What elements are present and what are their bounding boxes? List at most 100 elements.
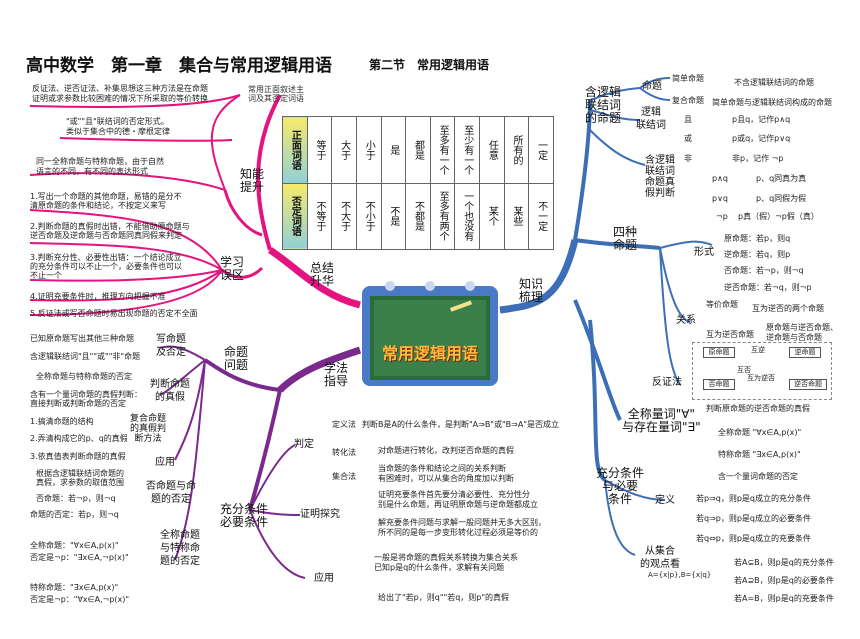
note-line: 反证法、逆否证法、补集思想这三种方法是在命题 [32,84,208,93]
error-line: 不止一个 [30,271,62,280]
label-transform: 转化法 [332,448,356,457]
text-def-method: 判断B是A的什么条件，是判断"A⇒B"或"B⇒A"是否成立 [362,420,560,429]
text-indirect: 判断原命题的逆否命题的真假 [706,404,810,413]
table-cell-negative: 不等于 [306,182,333,250]
text-apply1: 一般是将命题的真假关系转换为集合关系 [374,553,518,562]
label-judge-method: 判定 [294,439,314,450]
form-conv: 逆命题：若q，则p [724,250,791,259]
note-line: 证明或求参数比较困难的情况下所采取的等价转换 [32,94,208,103]
table-note-text: 常用正面叙述主 词及其否定词语 [248,85,304,103]
label-def-method: 定义法 [332,420,356,429]
label-simple: 简单命题 [672,74,704,83]
page-title: 高中数学 第一章 集合与常用逻辑用语 [26,56,332,76]
cond-d3: 若q⇔p，则p是q成立的充要条件 [696,534,812,543]
prop-line: 全称命题："∀x∈A,p(x)" [30,541,119,550]
table-cell-positive: 至多有一个 [429,116,456,184]
text-set-def: A={x|p},B={x|q} [648,571,712,579]
relation-diagram: 原命题 逆命题 否命题 逆否命题 互逆 互否 互为逆否 [692,342,832,400]
diagram-conv: 逆命题 [789,347,821,358]
table-cell-negative: 某些 [503,182,530,250]
prop-line: 全称命题与特称命题的否定 [36,372,132,381]
branch-error-zone: 学习 误区 [220,255,245,282]
label-apply-mid: 应用 [314,573,334,584]
label-not: 非 [684,154,692,163]
text-and: p且q，记作p∧q [732,115,791,124]
label-contra: 互为逆否命题 [706,330,754,339]
table-cell-negative: 某个 [479,182,505,250]
note-line: "或""且"联结词的否定形式。 [66,117,169,126]
table-header-positive: 正面词语 [282,116,308,184]
prop-line: 3.依真值表判断命题的真假 [30,452,126,461]
note-line: 语言的不同，有不同的表达形式 [36,167,148,176]
text-transform: 对命题进行转化，改判逆否命题的真假 [378,446,514,455]
truth-and-b: p、q同真为真 [756,174,807,183]
table-cell-negative: 不一定 [528,182,554,250]
error-line: 逆否命题及逆命题与否命题同真同假来判定 [30,231,182,240]
label-set-view: 从集合 的观点看 [640,546,680,570]
table-cell-negative: 至多有两个 [429,182,456,250]
diagram-neg: 否命题 [703,379,735,390]
prop-line: 命题的否定：若p，则¬q [30,510,119,519]
branch-suff-nec: 充分条件 与必要 条件 [596,466,645,506]
error-line: 的充分条件可以不止一个，必要条件也可以 [30,262,182,271]
truth-and-a: p∧q [712,174,729,183]
prop-line: 1.搞清命题的结构 [30,417,94,426]
truth-or-b: p、q同假为假 [756,194,807,203]
text-apply3: 给出了"若p，则q""若q，则p"的真假 [378,593,510,602]
error-line: 3.判断充分性、必要性出错：一个结论成立 [30,253,182,262]
diagram-mutual: 互逆 [751,346,765,354]
label-apply: 应用 [155,457,175,468]
label-equiv: 等价命题 [706,300,738,309]
curve-knowledge [499,239,579,314]
branch-logic-connective: 含逻辑 联结词 的命题 [585,85,622,125]
negation-table: 正面词语 等于大于小于是都是至多有一个至少有一个任意所有的一定 否定词语 不等于… [282,116,554,250]
table-note: 常用正面叙述主 词及其否定词语 [248,85,304,103]
text-proof3: 解充要条件问题与求解一般问题并无多大区别， [378,518,546,527]
table-cell-positive: 至少有一个 [454,116,480,184]
text-contra2: 逆命题与否命题 [766,333,822,342]
label-set-method: 集合法 [332,472,356,481]
text-or: p或q，记作p∨q [732,134,791,143]
table-cell-negative: 不大于 [331,182,357,250]
table-header-negative: 否定词语 [282,182,308,250]
label-neg-prop: 否命题与命 题的否定 [146,481,196,505]
table-cell-negative: 不都是 [405,182,431,250]
table-cell-positive: 大于 [331,116,357,184]
label-connective: 逻辑 联结词 [636,107,666,131]
label-write-neg: 写命题 及否定 [156,334,186,358]
text-set2: 有困难时，可以从集合的角度加以判断 [378,474,514,483]
label-judge: 判断命题 的真假 [150,379,190,403]
table-row-negative: 否定词语 不等于不大于不小于不是不都是至多有两个一个也没有某个某些不一定 [282,182,554,250]
label-compound: 复合命题 的真假判 断方法 [130,414,167,444]
table-row-positive: 正面词语 等于大于小于是都是至多有一个至少有一个任意所有的一定 [282,116,554,184]
prop-line: 2.弄清构成它的p、q的真假 [30,434,128,443]
prop-line: 含有一个量词命题的真假判断： [30,390,142,399]
cond-d1: 若p⇒q，则p是q成立的充分条件 [696,494,812,503]
label-proof: 证明探究 [300,509,340,520]
table-cell-positive: 都是 [405,116,431,184]
table-cell-negative: 不是 [380,182,407,250]
text-not: 非p，记作 ¬p [732,154,784,163]
text-compound-prop: 简单命题与逻辑联结词构成的命题 [712,98,832,107]
diagram-orig: 原命题 [703,347,735,358]
diagram-contra: 逆否命题 [789,379,827,390]
branch-suff-nec-cond: 充分条件 必要条件 [220,502,269,529]
center-node: 常用逻辑用语 [360,278,500,388]
branch-four-props: 四种 命题 [613,225,638,252]
prop-line: 已知原命题写出其他三种命题 [30,334,134,343]
label-compound-prop: 复合命题 [672,96,704,105]
error-line: 1.写出一个命题的其他命题，易错的是分不 [30,192,182,201]
label-and: 且 [684,115,692,124]
cond-s2: 若A⊇B，则p是q的必要条件 [734,576,834,585]
text-equiv: 互为逆否的两个命题 [752,304,824,313]
table-cell-positive: 是 [380,116,407,184]
error-line: 4.证明充要条件时，推理方向把握不准 [30,292,166,301]
label-indirect: 反证法 [652,377,682,388]
text-univ: 全称命题 "∀x∈A,p(x)" [718,428,802,437]
prop-line: 真假，求参数的取值范围 [36,478,124,487]
page-subtitle: 第二节 常用逻辑用语 [369,58,490,72]
table-cell-positive: 小于 [355,116,382,184]
prop-line: 含逻辑联结词"且""或""非"命题 [30,352,141,361]
branch-quantifier: 全称量词"∀" 与存在量词"∃" [622,407,701,434]
diagram-cn: 互为逆否 [747,374,775,382]
